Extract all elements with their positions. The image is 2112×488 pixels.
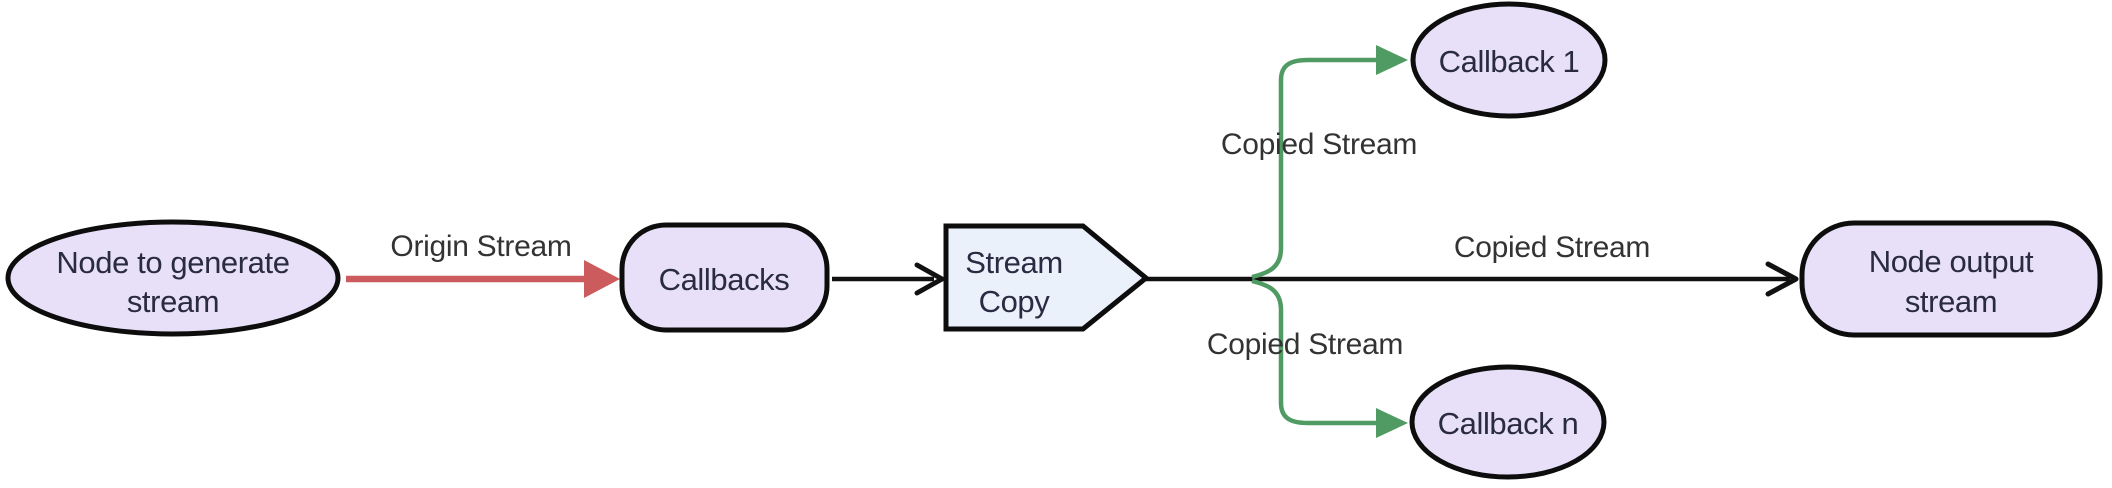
callbacks-streamcopy-arrowhead-icon xyxy=(914,262,945,296)
edge-label-copied-stream-top: Copied Stream xyxy=(1221,128,1417,161)
node-output-label-line1: Node output xyxy=(1869,244,2034,279)
edge-copied-stream-top xyxy=(1251,45,1408,280)
node-callback-n-label: Callback n xyxy=(1438,406,1579,441)
copied-stream-mid-arrowhead-icon xyxy=(1765,261,1799,297)
node-callback-1-label: Callback 1 xyxy=(1439,44,1580,79)
copied-stream-top-arrowhead-icon xyxy=(1376,45,1408,75)
node-callback-n-shape xyxy=(1409,364,1607,480)
node-output-shape xyxy=(1799,220,2103,338)
edge-label-copied-stream-mid: Copied Stream xyxy=(1454,231,1650,264)
origin-stream-arrowhead-icon xyxy=(584,260,620,298)
node-callbacks-label: Callbacks xyxy=(659,262,790,297)
edge-origin-stream xyxy=(346,260,620,298)
copied-stream-bottom-arrowhead-icon xyxy=(1376,408,1408,438)
edge-copied-stream-mid xyxy=(1146,261,1799,297)
edge-label-copied-stream-bottom: Copied Stream xyxy=(1207,328,1403,361)
edge-copied-stream-bottom xyxy=(1251,278,1408,438)
node-generator: Node to generate stream xyxy=(5,219,341,337)
node-generator-label-line2: stream xyxy=(127,284,219,319)
node-generator-label-line1: Node to generate xyxy=(56,245,289,280)
node-callback-1: Callback 1 xyxy=(1410,1,1608,119)
copied-stream-bottom-line xyxy=(1251,278,1378,426)
node-stream-copy-shape xyxy=(943,223,1150,332)
node-callbacks-shape xyxy=(619,222,830,333)
node-callbacks: Callbacks xyxy=(619,222,830,333)
node-callback-n: Callback n xyxy=(1409,364,1607,480)
node-output: Node output stream xyxy=(1799,220,2103,338)
node-stream-copy-label-line1: Stream xyxy=(965,245,1063,280)
node-output-label-line2: stream xyxy=(1905,284,1997,319)
node-stream-copy: Stream Copy xyxy=(943,223,1150,332)
node-stream-copy-label-line2: Copy xyxy=(979,284,1051,319)
node-generator-shape xyxy=(5,219,341,337)
edge-callbacks-to-streamcopy xyxy=(832,262,945,296)
edge-label-origin-stream: Origin Stream xyxy=(390,230,571,263)
node-callback-1-shape xyxy=(1410,1,1608,119)
copied-stream-top-line xyxy=(1251,57,1378,280)
